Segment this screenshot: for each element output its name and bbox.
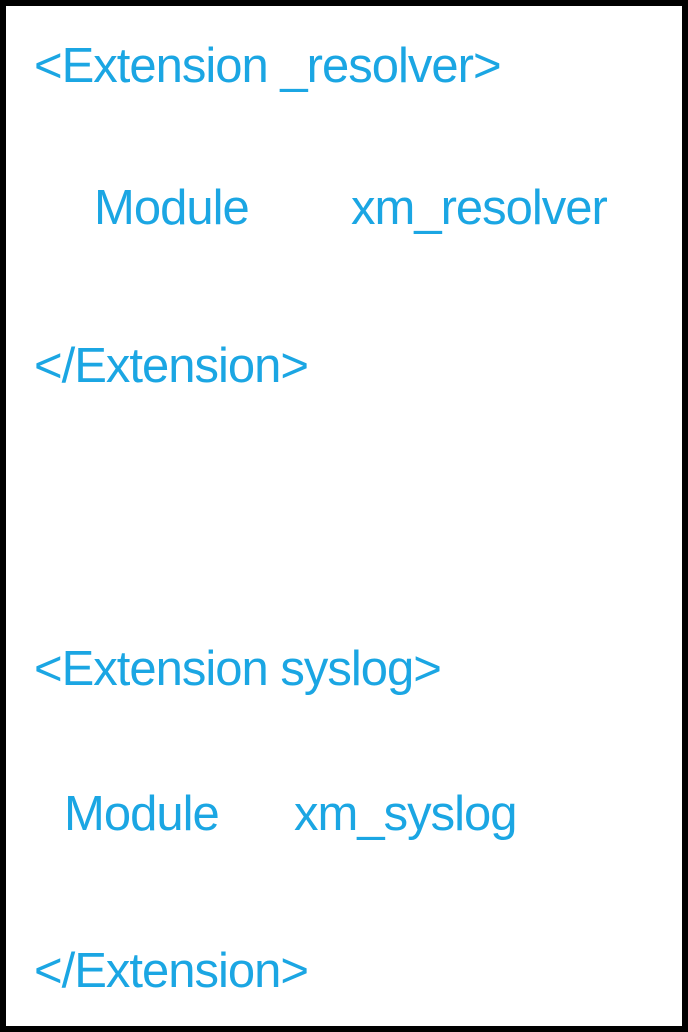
resolver-module-directive: Module xm_resolver xyxy=(6,184,682,380)
syslog-module-directive: Module xm_syslog xyxy=(6,790,682,986)
module-keyword: Module xyxy=(64,787,220,841)
extension-syslog-open-tag: <Extension syslog> xyxy=(34,642,442,696)
extension-syslog-close-tag: </Extension> xyxy=(34,944,309,998)
module-value-xm-resolver: xm_resolver xyxy=(351,181,608,235)
extension-resolver-open-tag: <Extension _resolver> xyxy=(34,39,502,93)
extension-resolver-close-tag: </Extension> xyxy=(34,339,309,393)
module-value-xm-syslog: xm_syslog xyxy=(294,787,517,841)
module-keyword: Module xyxy=(94,181,250,235)
